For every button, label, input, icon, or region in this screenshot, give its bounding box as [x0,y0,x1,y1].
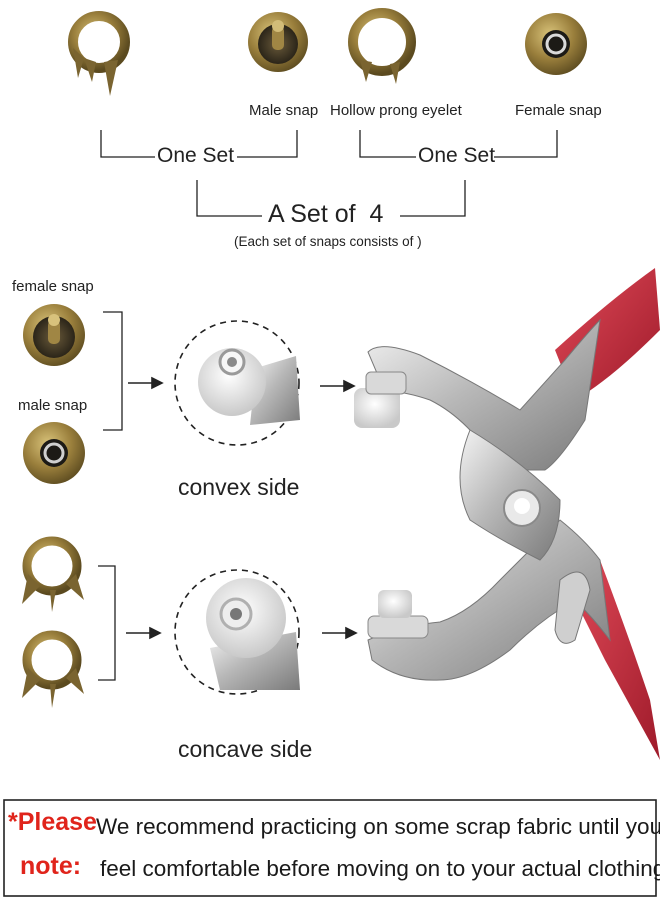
male-snap-side-image [23,422,85,484]
note-line-1: We recommend practicing on some scrap fa… [96,814,660,839]
set-of-four-bracket [196,180,466,217]
arrow-icon [322,626,358,640]
snap-group-bracket-bottom [98,565,116,681]
hollow-prong-eyelet-label: Hollow prong eyelet [330,102,462,119]
convex-side-label: convex side [178,474,300,500]
set-caption: (Each set of snaps consists of ) [234,234,422,249]
note-line-2: feel comfortable before moving on to you… [100,856,660,881]
arrow-icon [126,626,162,640]
please-label: *Please [8,808,97,836]
note-label: note: [20,852,82,880]
snap-group-bracket-top [103,311,123,431]
one-set-left-label: One Set [157,144,235,167]
male-snap-image [248,12,308,72]
prong-ring-image-1 [22,536,84,612]
concave-die-image [174,569,300,695]
female-snap-side-image [23,304,85,366]
male-snap-side-label: male snap [18,397,88,414]
convex-die-image [174,320,300,446]
note-box [3,799,657,897]
female-snap-side-label: female snap [12,278,94,295]
prong-ring-image-2 [22,630,84,708]
one-set-left-bracket [100,130,298,158]
female-snap-image [525,13,587,75]
hollow-prong-eyelet-image [348,8,416,84]
concave-side-label: concave side [178,736,313,762]
one-set-right-bracket [359,130,558,158]
snap-pliers-image [354,268,660,760]
prong-eyelet-image-1 [68,11,130,96]
male-snap-label: Male snap [249,102,319,119]
female-snap-label: Female snap [515,102,602,119]
set-of-four-label: A Set of 4 [268,200,384,228]
arrow-icon [320,379,356,393]
arrow-icon [128,376,164,390]
one-set-right-label: One Set [418,144,496,167]
